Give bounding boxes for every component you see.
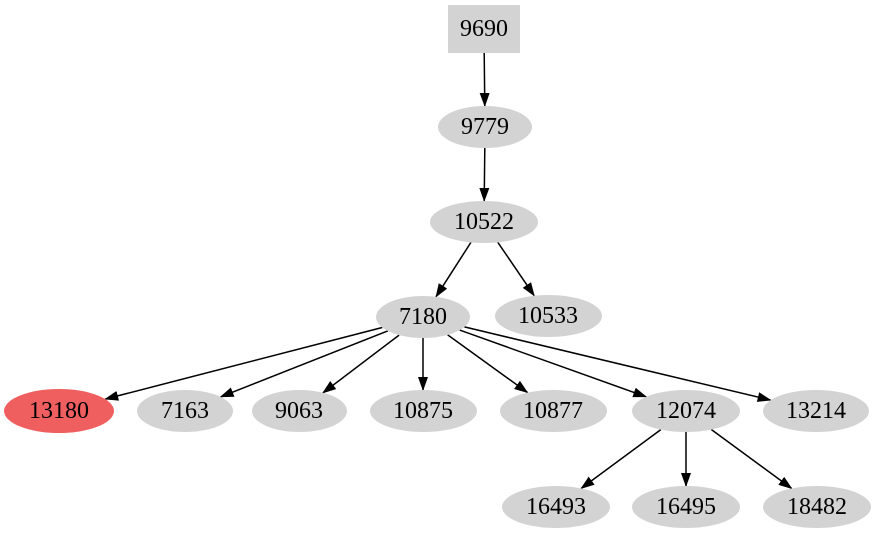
edge-7180-10877 xyxy=(447,334,529,394)
node-label: 10522 xyxy=(454,209,514,235)
node-label: 10877 xyxy=(523,398,583,424)
graph-node-9063: 9063 xyxy=(251,390,347,432)
edge-9779-10522 xyxy=(479,147,490,202)
edge-12074-16493 xyxy=(580,428,662,490)
node-label: 9063 xyxy=(275,398,323,424)
node-label: 10533 xyxy=(518,303,578,329)
graph-node-16495: 16495 xyxy=(632,486,740,528)
edge-12074-18482 xyxy=(710,428,793,490)
node-label: 16495 xyxy=(656,494,716,520)
graph-node-10877: 10877 xyxy=(499,390,607,432)
node-label: 13180 xyxy=(29,398,89,424)
edge-9690-9779 xyxy=(479,52,490,107)
graph-node-12074: 12074 xyxy=(632,390,740,432)
edge-7180-13214 xyxy=(464,326,772,402)
graph-node-7163: 7163 xyxy=(137,390,233,432)
node-label: 18482 xyxy=(787,494,847,520)
graph-node-10875: 10875 xyxy=(369,390,477,432)
edge-7180-12074 xyxy=(459,329,648,398)
graph-node-16493: 16493 xyxy=(502,486,610,528)
node-label: 12074 xyxy=(656,398,716,424)
graph-node-13180: 13180 xyxy=(4,389,114,433)
graph-node-7180: 7180 xyxy=(376,296,470,338)
graph-node-10522: 10522 xyxy=(430,201,538,243)
node-label: 13214 xyxy=(786,398,846,424)
node-label: 7163 xyxy=(161,398,209,424)
graph-node-10533: 10533 xyxy=(494,295,602,337)
node-label: 16493 xyxy=(526,494,586,520)
node-label: 9779 xyxy=(461,114,509,140)
edge-7180-7163 xyxy=(219,330,389,398)
graph-node-9779: 9779 xyxy=(438,106,532,148)
edge-7180-9063 xyxy=(322,334,400,394)
edge-7180-13180 xyxy=(104,326,383,401)
graph-node-13214: 13214 xyxy=(763,390,869,432)
edge-10522-7180 xyxy=(435,241,472,298)
node-label: 9690 xyxy=(460,16,508,42)
graph-node-9690: 9690 xyxy=(448,5,520,53)
node-label: 10875 xyxy=(393,398,453,424)
graph-node-18482: 18482 xyxy=(763,486,871,528)
edge-10522-10533 xyxy=(497,241,535,297)
node-label: 7180 xyxy=(399,304,447,330)
